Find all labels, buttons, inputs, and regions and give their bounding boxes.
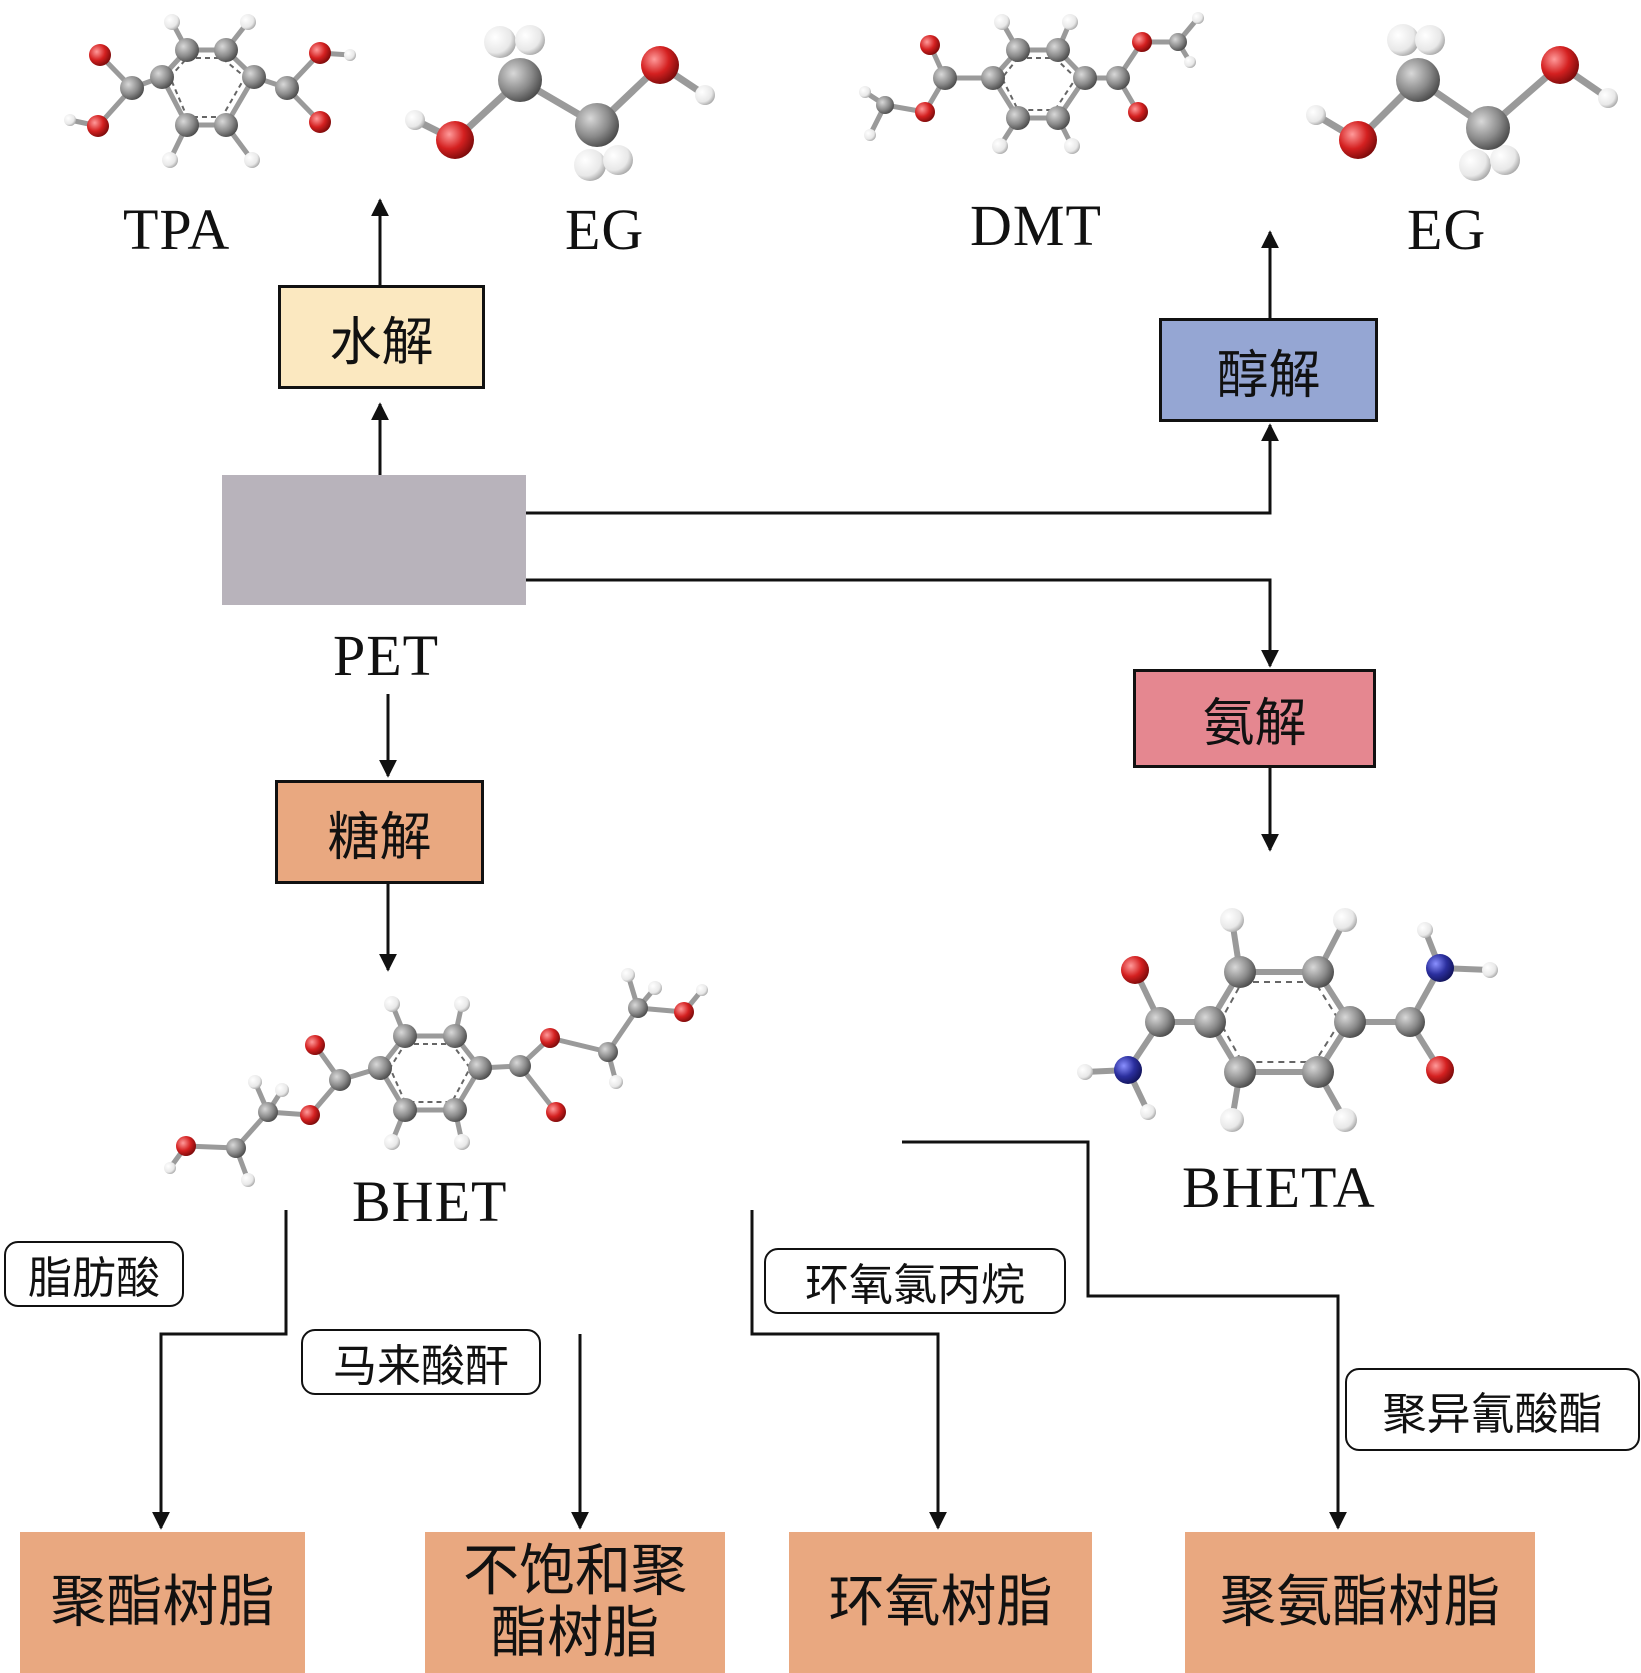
eg-left-label: EG xyxy=(565,197,645,262)
bhet-label: BHET xyxy=(352,1169,508,1234)
pet-label: PET xyxy=(333,623,440,688)
eg-right-label: EG xyxy=(1407,197,1487,262)
dmt-molecule xyxy=(859,12,1204,154)
aminolysis-box: 氨解 xyxy=(1133,669,1376,768)
eg-left-molecule xyxy=(405,25,715,181)
unsaturated-polyester-box: 不饱和聚 酯树脂 xyxy=(425,1532,725,1673)
polyurethane-resin-box: 聚氨酯树脂 xyxy=(1185,1532,1535,1673)
bheta-label: BHETA xyxy=(1182,1155,1376,1220)
unsaturated-polyester-line1: 不饱和聚 xyxy=(463,1538,687,1604)
eg-right-molecule xyxy=(1306,24,1618,181)
alcoholysis-box: 醇解 xyxy=(1159,318,1378,422)
maleic-anhydride-label: 马来酸酐 xyxy=(301,1329,541,1395)
polyisocyanate-label: 聚异氰酸酯 xyxy=(1345,1368,1640,1451)
tpa-molecule xyxy=(64,14,356,168)
pet-block xyxy=(222,475,526,605)
unsaturated-polyester-line2: 酯树脂 xyxy=(491,1600,659,1666)
bheta-molecule xyxy=(1077,908,1498,1132)
connector-lines xyxy=(152,198,1347,1530)
bhet-molecule xyxy=(164,968,708,1187)
hydrolysis-box: 水解 xyxy=(278,285,485,389)
glycolysis-box: 糖解 xyxy=(275,780,484,884)
tpa-label: TPA xyxy=(123,197,231,262)
epoxy-resin-box: 环氧树脂 xyxy=(789,1532,1092,1673)
polyester-resin-box: 聚酯树脂 xyxy=(20,1532,305,1673)
fatty-acid-label: 脂肪酸 xyxy=(4,1241,184,1307)
dmt-label: DMT xyxy=(970,193,1102,258)
epichlorohydrin-label: 环氧氯丙烷 xyxy=(764,1248,1066,1314)
